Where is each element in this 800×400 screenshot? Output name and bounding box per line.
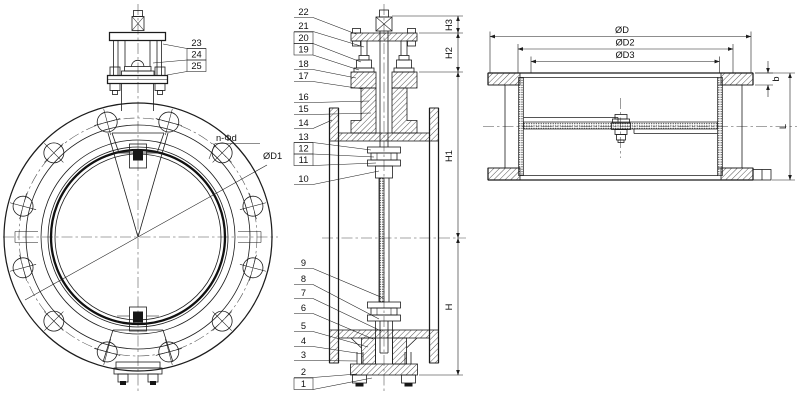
callout-label: 5 [301, 321, 306, 331]
length-dimension: L [755, 72, 795, 181]
callout-label: 10 [298, 174, 308, 184]
callout-label: 23 [191, 38, 201, 48]
callout-label: 4 [301, 336, 306, 346]
callout-label: 11 [299, 155, 309, 165]
callout-17: 17 [294, 71, 364, 90]
callout-label: 15 [298, 104, 308, 114]
callout-label: 8 [301, 274, 306, 284]
bottom-cover-section [350, 352, 418, 387]
callout-15: 15 [294, 104, 372, 115]
callout-label: 13 [298, 132, 308, 142]
dim-h3: H3 [444, 19, 454, 31]
bottom-cover-front [102, 329, 174, 385]
callout-5: 5 [294, 321, 369, 348]
callout-10: 10 [294, 170, 380, 185]
bolt-holes [9, 108, 267, 366]
upper-neck-projection [107, 132, 169, 238]
callout-label: 14 [298, 118, 308, 128]
disc-edge-section [378, 177, 390, 303]
mounting-bolts [109, 66, 166, 95]
dim-l: L [778, 124, 788, 129]
stem-square-drive [131, 16, 145, 31]
dim-od3: ØD3 [615, 50, 634, 60]
dim-b: b [771, 76, 781, 81]
yoke-top-plate [108, 31, 167, 42]
callout-9: 9 [294, 258, 384, 299]
valve-stem [375, 9, 393, 147]
callout-21: 21 [294, 21, 365, 48]
callout-8: 8 [294, 274, 380, 320]
lower-disc-clamp [367, 301, 401, 322]
disc-hub-stack [611, 114, 631, 143]
callout-14: 14 [294, 118, 333, 129]
body-flanges [328, 107, 440, 364]
callout-label: 12 [298, 144, 308, 154]
callout-label: 24 [191, 50, 201, 60]
callout-3: 3 [294, 350, 358, 362]
callout-22: 22 [294, 7, 357, 35]
bolt-circle-label: ØD1 [263, 151, 282, 161]
actuator-assembly [106, 10, 169, 111]
callout-4: 4 [294, 336, 364, 355]
callout-16: 16 [294, 92, 370, 103]
callout-label: 21 [298, 21, 308, 31]
dim-h: H [444, 304, 454, 311]
lower-stem-end [117, 306, 159, 332]
callout-label: 7 [301, 288, 306, 298]
yoke-legs [113, 40, 162, 75]
body-walls [338, 132, 430, 339]
top-view: ØD ØD2 ØD3 b L [483, 25, 797, 181]
callout-label: 6 [301, 303, 306, 313]
callout-label: 3 [301, 350, 306, 360]
callout-label: 9 [301, 258, 306, 268]
callout-label: 25 [191, 61, 201, 71]
diameter-dimensions: ØD ØD2 ØD3 [489, 25, 752, 73]
callout-label: 1 [301, 379, 306, 389]
callout-label: 17 [298, 71, 308, 81]
dim-h1: H1 [444, 150, 454, 162]
mounting-flange-plate [106, 74, 169, 85]
height-dimensions: H3 H2 H1 H [392, 15, 463, 376]
packing-gland [350, 67, 418, 89]
body-outline [487, 72, 772, 181]
bore-wall-left [518, 77, 524, 176]
dim-od2: ØD2 [615, 38, 634, 48]
bolt-circle-annotation: ØD1 [24, 151, 282, 301]
centerlines [3, 4, 278, 393]
bolt-pattern-label: n-Φd [216, 133, 237, 143]
callout-7: 7 [294, 288, 382, 332]
bolt-pattern-annotation: n-Φd [208, 133, 260, 160]
valve-neck [121, 83, 154, 111]
callout-2: 2 [294, 367, 358, 378]
callout-label: 16 [298, 92, 308, 102]
gland-bolts [356, 41, 412, 69]
callout-19: 19 [293, 43, 360, 71]
upper-stem-end [117, 143, 159, 169]
callout-label: 22 [298, 7, 308, 17]
callout-label: 2 [301, 367, 306, 377]
dim-od: ØD [615, 25, 629, 35]
centerlines [322, 4, 466, 393]
flange-thickness-dimension: b [755, 61, 781, 97]
callout-25: 25 [166, 59, 207, 76]
callout-label: 18 [298, 59, 308, 69]
upper-disc-clamp [367, 146, 401, 179]
callout-label: 19 [298, 45, 308, 55]
dim-h2: H2 [444, 47, 454, 59]
callout-23: 23 [162, 38, 206, 49]
bottom-trunnion [350, 321, 418, 365]
callout-label: 20 [298, 33, 308, 43]
side-shaft-bosses [14, 231, 262, 243]
callout-6: 6 [294, 303, 374, 340]
callout-11: 11 [293, 153, 377, 166]
bore-wall-right [717, 77, 723, 176]
callout-1: 1 [293, 377, 373, 390]
callout-18: 18 [294, 59, 357, 79]
disc-closed-section [523, 114, 718, 143]
